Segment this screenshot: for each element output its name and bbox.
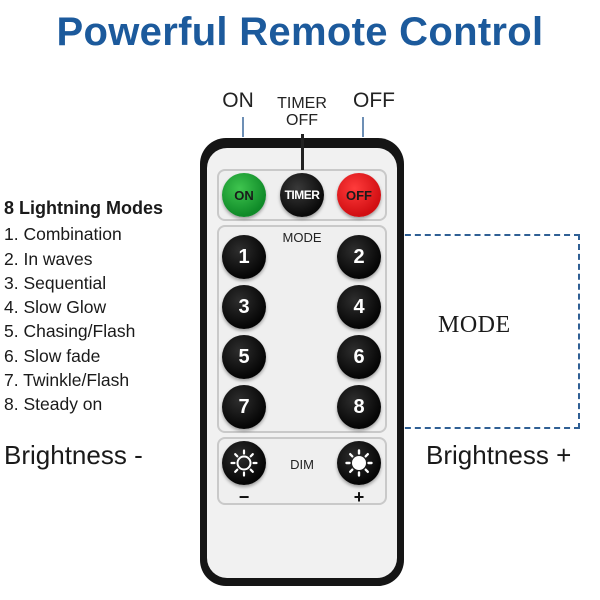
brightness-down-button[interactable] — [222, 441, 266, 485]
off-leader-line — [362, 117, 364, 137]
modes-list-item: 6. Slow fade — [4, 345, 101, 366]
mode-bracket — [385, 234, 580, 429]
modes-list-item: 7. Twinkle/Flash — [4, 370, 130, 391]
page-title: Powerful Remote Control — [56, 10, 544, 54]
off-button[interactable]: OFF — [337, 173, 381, 217]
mode-3-button[interactable]: 3 — [222, 285, 266, 329]
dim-caption: DIM — [290, 457, 314, 472]
brightness-down-label: Brightness - — [4, 440, 143, 470]
timer-callout-line2: OFF — [286, 111, 318, 129]
dim-panel: DIM — [217, 437, 387, 507]
sun-outline-icon — [230, 449, 258, 477]
mode-1-button[interactable]: 1 — [222, 235, 266, 279]
brightness-up-button[interactable] — [337, 441, 381, 485]
mode-7-button[interactable]: 7 — [222, 385, 266, 429]
remote-control: ON TIMER OFF MODE 1 2 3 4 5 6 7 8 — [200, 138, 404, 586]
mode-4-button[interactable]: 4 — [337, 285, 381, 329]
mode-2-button[interactable]: 2 — [337, 235, 381, 279]
modes-list-item: 4. Slow Glow — [4, 297, 107, 318]
mode-caption: MODE — [282, 230, 322, 245]
mode-5-button[interactable]: 5 — [222, 335, 266, 379]
on-leader-line — [242, 117, 244, 137]
timer-callout-line1: TIMER — [277, 95, 327, 112]
modes-list-item: 2. In waves — [4, 248, 93, 269]
timer-off-callout-label: TIMER OFF — [262, 95, 342, 130]
brightness-up-label: Brightness + — [426, 440, 572, 470]
remote-face: ON TIMER OFF MODE 1 2 3 4 5 6 7 8 — [207, 148, 397, 578]
modes-list-item: 5. Chasing/Flash — [4, 321, 136, 342]
on-button[interactable]: ON — [222, 173, 266, 217]
timer-leader-line — [301, 134, 304, 170]
on-callout-label: ON — [222, 89, 254, 112]
off-callout-label: OFF — [353, 89, 395, 112]
mode-8-button[interactable]: 8 — [337, 385, 381, 429]
modes-list-item: 1. Combination — [4, 224, 122, 245]
modes-list-item: 3. Sequential — [4, 272, 107, 293]
modes-list: 8 Lightning Modes 1. Combination 2. In w… — [4, 196, 163, 417]
minus-sign: − — [238, 487, 250, 507]
plus-sign: + — [353, 487, 365, 507]
mode-panel: MODE 1 2 3 4 5 6 7 8 — [217, 225, 387, 433]
power-timer-panel: ON TIMER OFF — [217, 169, 387, 221]
timer-button[interactable]: TIMER — [280, 173, 324, 217]
modes-list-title: 8 Lightning Modes — [4, 198, 163, 218]
mode-6-button[interactable]: 6 — [337, 335, 381, 379]
modes-list-item: 8. Steady on — [4, 394, 103, 415]
mode-side-label: MODE — [438, 312, 511, 338]
sun-filled-icon — [345, 449, 373, 477]
